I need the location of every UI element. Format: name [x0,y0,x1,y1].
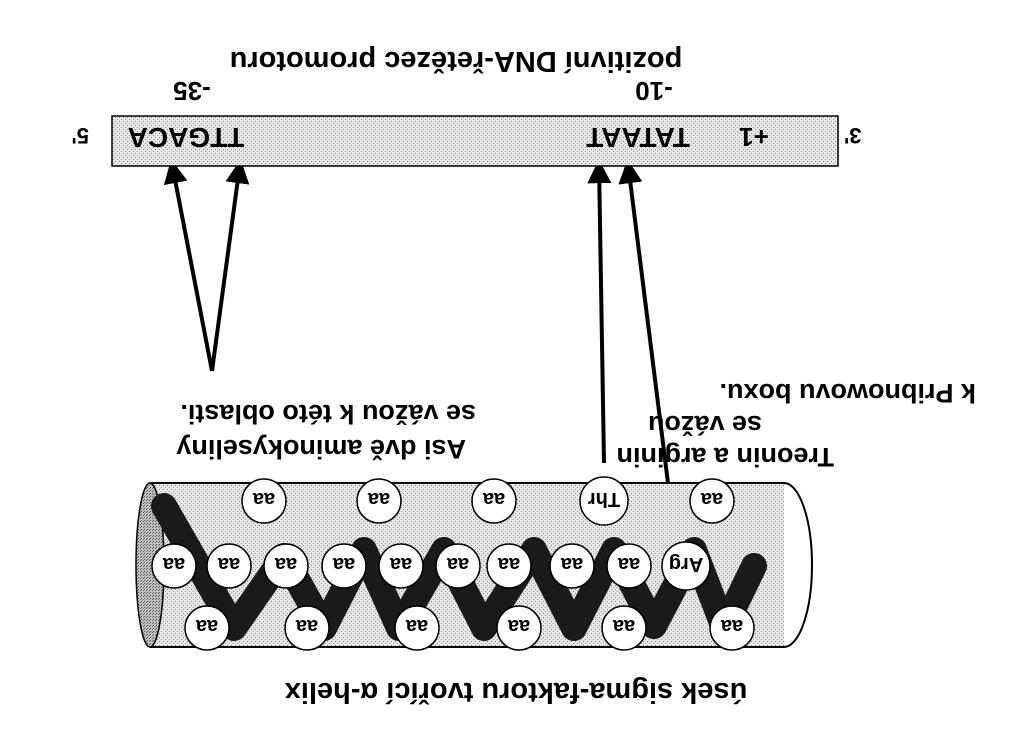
annotation-left: Asi dvě aminokyseliny se vážou k této ob… [176,399,476,464]
arrow-left-b [163,159,214,372]
svg-text:aa: aa [720,615,743,637]
arrow-left-a [210,159,250,372]
residue-row-outer: aa aa aa aa aa aa [184,605,755,651]
dna-seq-minus10: TATAAT [586,122,690,153]
residue-aa: aa [709,605,755,651]
residue-arg: Arg [661,541,711,591]
residue-aa: aa [496,605,542,651]
residue-aa: aa [284,605,330,651]
annotation-right-line3: k Pribnowovu boxu. [719,378,976,408]
svg-text:aa: aa [295,615,318,637]
dna-pos-minus10: -10 [635,76,673,106]
svg-text:aa: aa [217,553,240,575]
svg-text:Arg: Arg [669,553,703,575]
residue-aa: aa [241,478,287,524]
svg-text:aa: aa [252,488,275,510]
dna-3prime-end: 3' [844,123,861,148]
dna-plus1: +1 [739,122,769,152]
annotation-right: Treonin a arginin se vážou k Pribnowovu … [616,378,976,472]
dna-pos-minus35: -35 [173,76,211,106]
svg-text:aa: aa [195,615,218,637]
residue-aa: aa [394,605,440,651]
svg-text:aa: aa [332,553,355,575]
residue-aa: aa [263,543,309,589]
residue-aa: aa [206,543,252,589]
residue-row-middle: Arg aa aa aa aa aa aa aa aa aa [151,541,711,591]
annotation-left-line1: Asi dvě aminokyseliny [176,434,466,464]
residue-aa: aa [321,543,367,589]
residue-aa: aa [184,605,230,651]
dna-title: pozitivní DNA-řetězec promotoru [230,45,683,77]
residue-aa: aa [549,543,595,589]
annotation-left-line2: se vážou k této oblasti. [180,399,476,429]
dna-seq-minus35: TTGACA [128,122,245,153]
annotation-right-line1: Treonin a arginin [616,442,834,472]
dna-strand: 3' 5' +1 TATAAT TTGACA [72,115,861,167]
dna-5prime-end: 5' [72,123,89,148]
residue-aa: aa [601,605,647,651]
annotation-right-line2: se vážou [648,410,762,440]
arrow-arg-to-box [618,159,670,484]
residue-aa: aa [689,478,735,524]
svg-text:aa: aa [367,488,390,510]
svg-text:aa: aa [274,553,297,575]
svg-text:aa: aa [405,615,428,637]
arrow-thr-to-box [587,159,612,464]
svg-text:aa: aa [700,488,723,510]
residue-thr: Thr [579,476,629,526]
residue-aa: aa [435,543,481,589]
residue-aa: aa [151,543,197,589]
helix-caption: úsek sigma-faktoru tvořící α-helix [285,676,748,708]
svg-text:aa: aa [162,553,185,575]
svg-text:aa: aa [497,553,520,575]
svg-text:aa: aa [560,553,583,575]
svg-text:aa: aa [617,553,640,575]
residue-aa: aa [378,543,424,589]
svg-text:aa: aa [482,488,505,510]
residue-row-inner: aa Thr aa aa aa [241,476,735,526]
svg-text:aa: aa [507,615,530,637]
svg-text:aa: aa [389,553,412,575]
residue-aa: aa [356,478,402,524]
residue-aa: aa [471,478,517,524]
arrows [163,159,670,484]
residue-aa: aa [606,543,652,589]
svg-text:aa: aa [446,553,469,575]
svg-text:Thr: Thr [588,488,620,510]
svg-text:aa: aa [612,615,635,637]
residue-aa: aa [486,543,532,589]
